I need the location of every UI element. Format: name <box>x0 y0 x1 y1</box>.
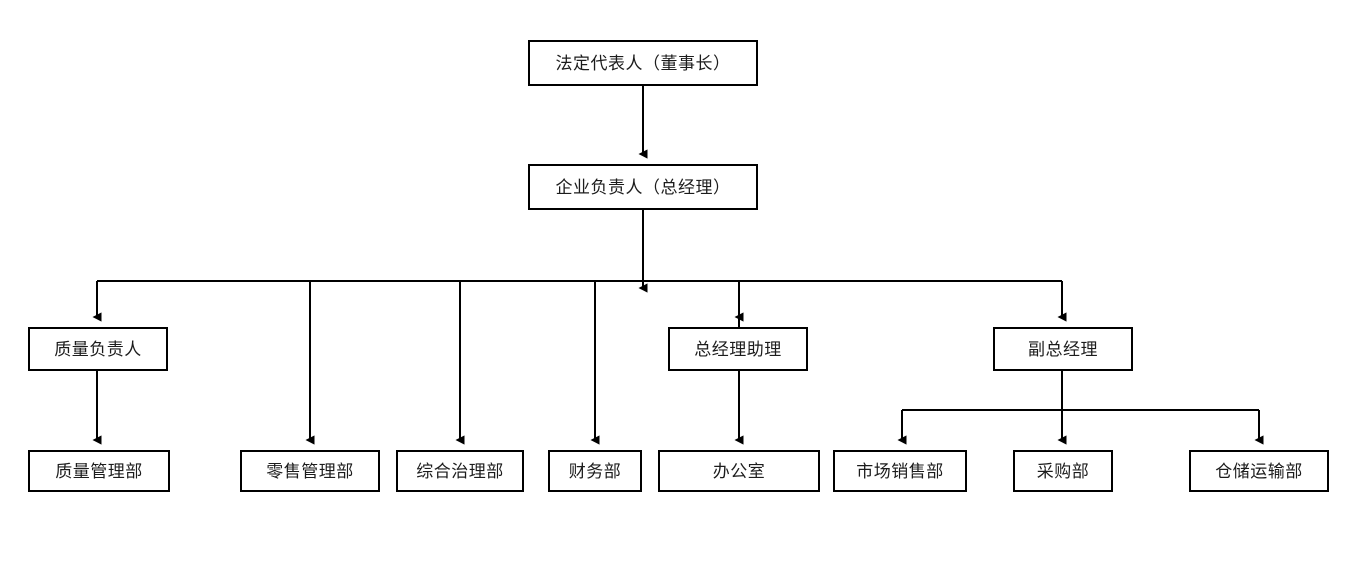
node-office-label: 办公室 <box>712 461 766 481</box>
node-purchase-dept-label: 采购部 <box>1036 461 1090 481</box>
node-warehouse-transport-dept[interactable]: 仓储运输部 <box>1189 450 1329 492</box>
node-office[interactable]: 办公室 <box>658 450 820 492</box>
node-retail-management-dept[interactable]: 零售管理部 <box>240 450 380 492</box>
node-warehouse-transport-dept-label: 仓储运输部 <box>1215 461 1303 481</box>
node-legal-representative[interactable]: 法定代表人（董事长） <box>528 40 758 86</box>
node-quality-head[interactable]: 质量负责人 <box>28 327 168 371</box>
node-quality-management-dept-label: 质量管理部 <box>55 461 143 481</box>
node-legal-representative-label: 法定代表人（董事长） <box>555 53 731 73</box>
node-general-manager[interactable]: 企业负责人（总经理） <box>528 164 758 210</box>
node-gm-assistant-label: 总经理助理 <box>694 339 782 359</box>
node-sales-dept-label: 市场销售部 <box>856 461 944 481</box>
node-sales-dept[interactable]: 市场销售部 <box>833 450 967 492</box>
node-deputy-general-manager-label: 副总经理 <box>1028 339 1098 359</box>
node-deputy-general-manager[interactable]: 副总经理 <box>993 327 1133 371</box>
node-finance-dept[interactable]: 财务部 <box>548 450 642 492</box>
node-general-affairs-dept[interactable]: 综合治理部 <box>396 450 524 492</box>
node-quality-head-label: 质量负责人 <box>54 339 142 359</box>
node-retail-management-dept-label: 零售管理部 <box>266 461 354 481</box>
node-general-affairs-dept-label: 综合治理部 <box>416 461 504 481</box>
node-quality-management-dept[interactable]: 质量管理部 <box>28 450 170 492</box>
node-general-manager-label: 企业负责人（总经理） <box>555 177 731 197</box>
node-gm-assistant[interactable]: 总经理助理 <box>668 327 808 371</box>
node-finance-dept-label: 财务部 <box>568 461 622 481</box>
node-purchase-dept[interactable]: 采购部 <box>1013 450 1113 492</box>
